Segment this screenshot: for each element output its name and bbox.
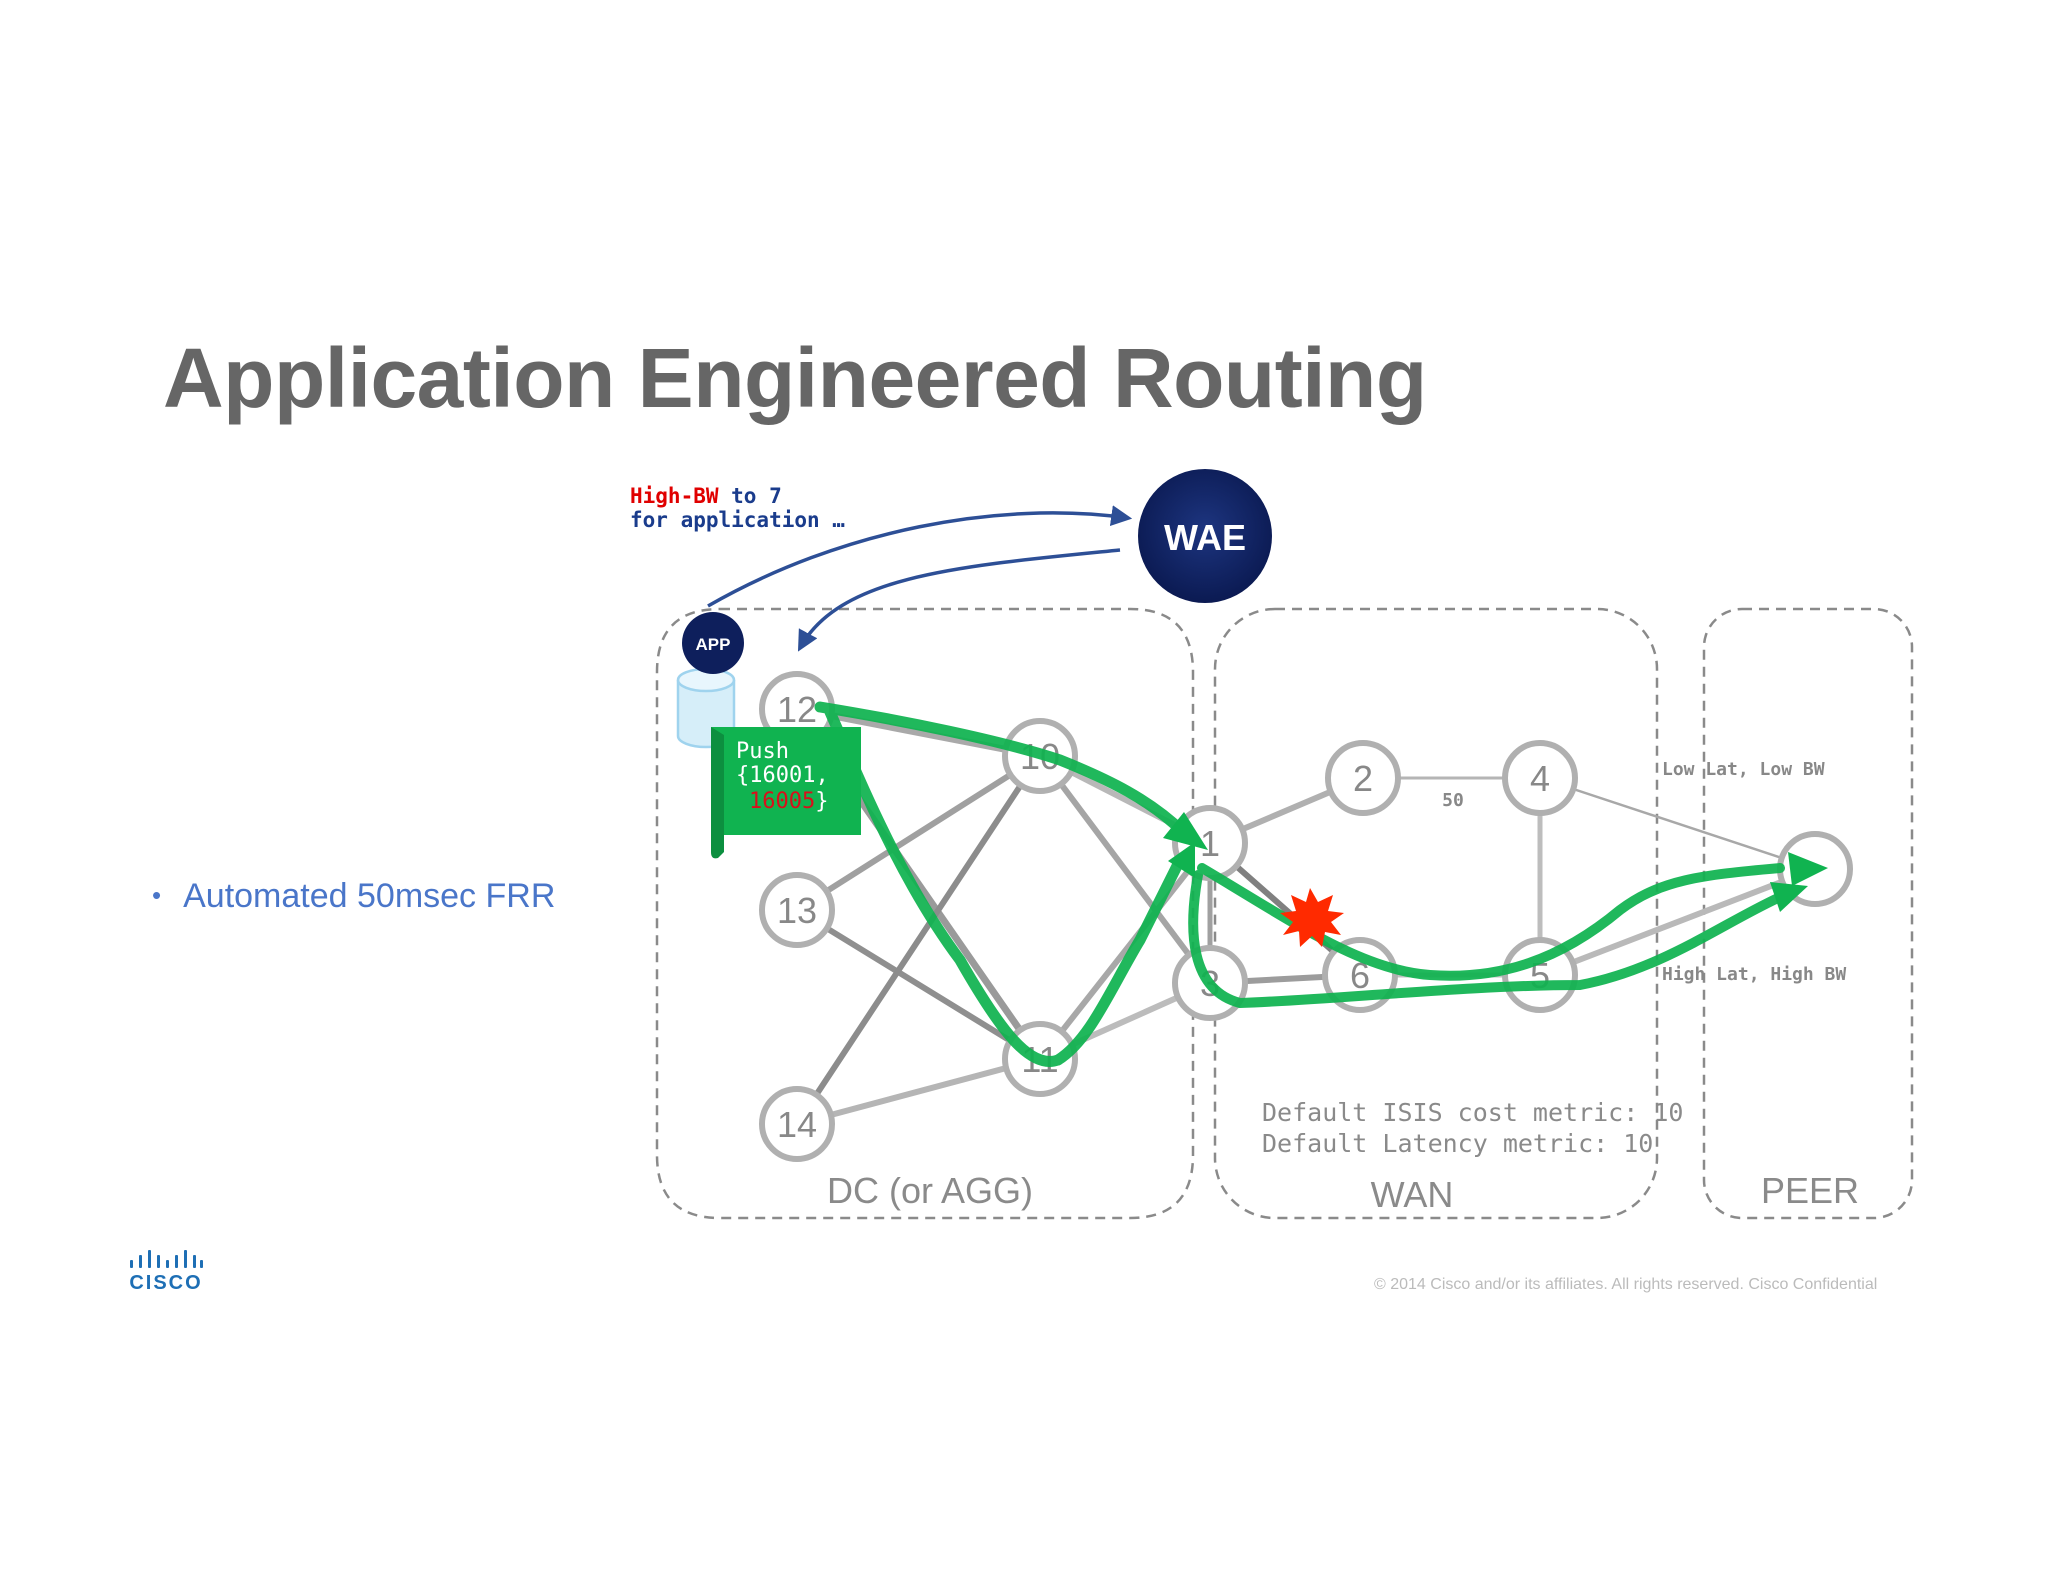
dc-zone-box	[655, 607, 1195, 1220]
green-paths	[814, 701, 1785, 1067]
primary-path	[814, 701, 1189, 838]
svg-text:Push: Push	[736, 739, 789, 764]
network-nodes: 12 13 14 10 11 1	[759, 671, 1853, 1162]
svg-text:1: 1	[1200, 823, 1220, 864]
bullet-item: • Automated 50msec FRR	[152, 877, 555, 916]
backup-path	[1188, 870, 1783, 1008]
cisco-logo: CISCO	[128, 1248, 204, 1296]
database-icon	[676, 667, 736, 749]
svg-text:6: 6	[1350, 955, 1370, 996]
path-11-to-1	[1052, 854, 1186, 1066]
bullet-dot-icon: •	[152, 880, 162, 910]
peer-zone-box	[1702, 607, 1914, 1220]
svg-text:13: 13	[777, 890, 817, 931]
cisco-bars-icon	[130, 1250, 203, 1268]
response-arrow	[797, 548, 1121, 652]
svg-text:12: 12	[777, 689, 817, 730]
arrowhead-peer-top	[1788, 852, 1828, 886]
app-icon[interactable]: APP	[682, 612, 744, 674]
default-latency-metric: Default Latency metric: 10	[1262, 1129, 1653, 1158]
peer-zone-label: PEER	[1761, 1170, 1859, 1211]
link-metric-label: 50	[1442, 790, 1464, 811]
push-segment-box: Push {16001, 16005}	[711, 727, 861, 859]
wae-controller[interactable]: WAE	[1138, 469, 1272, 603]
node-2[interactable]: 2	[1325, 740, 1401, 816]
request-line-1: High-BW to 7	[630, 484, 782, 508]
svg-text:16005}: 16005}	[749, 789, 828, 814]
dc-zone-label: DC (or AGG)	[827, 1170, 1033, 1211]
path-arrowheads	[1163, 812, 1828, 912]
svg-text:2: 2	[1353, 758, 1373, 799]
default-isis-metric: Default ISIS cost metric: 10	[1262, 1098, 1683, 1127]
wan-zone-label: WAN	[1371, 1174, 1454, 1215]
svg-text:WAE: WAE	[1164, 517, 1246, 558]
copyright-notice: © 2014 Cisco and/or its affiliates. All …	[1374, 1276, 1878, 1293]
arrowhead-peer-bottom	[1770, 882, 1808, 912]
svg-text:APP: APP	[696, 635, 731, 654]
node-4[interactable]: 4	[1502, 740, 1578, 816]
low-latency-label: Low Lat, Low BW	[1662, 759, 1825, 780]
arrowhead-from-11	[1168, 842, 1195, 878]
node-14[interactable]: 14	[759, 1086, 835, 1162]
link-failure-icon	[1280, 888, 1344, 947]
arrowhead-node-1	[1163, 812, 1208, 850]
svg-text:14: 14	[777, 1104, 817, 1145]
high-latency-label: High Lat, High BW	[1662, 964, 1846, 985]
wan-zone-box	[1213, 607, 1659, 1220]
page-title: Application Engineered Routing	[163, 331, 1427, 425]
request-arrow	[707, 505, 1133, 608]
frr-path	[1197, 863, 1785, 981]
node-13[interactable]: 13	[759, 872, 835, 948]
svg-text:{16001,: {16001,	[736, 763, 829, 788]
bullet-text: Automated 50msec FRR	[183, 877, 556, 915]
cisco-wordmark: CISCO	[129, 1272, 203, 1294]
svg-text:4: 4	[1530, 758, 1550, 799]
request-line-2: for application …	[630, 508, 845, 532]
